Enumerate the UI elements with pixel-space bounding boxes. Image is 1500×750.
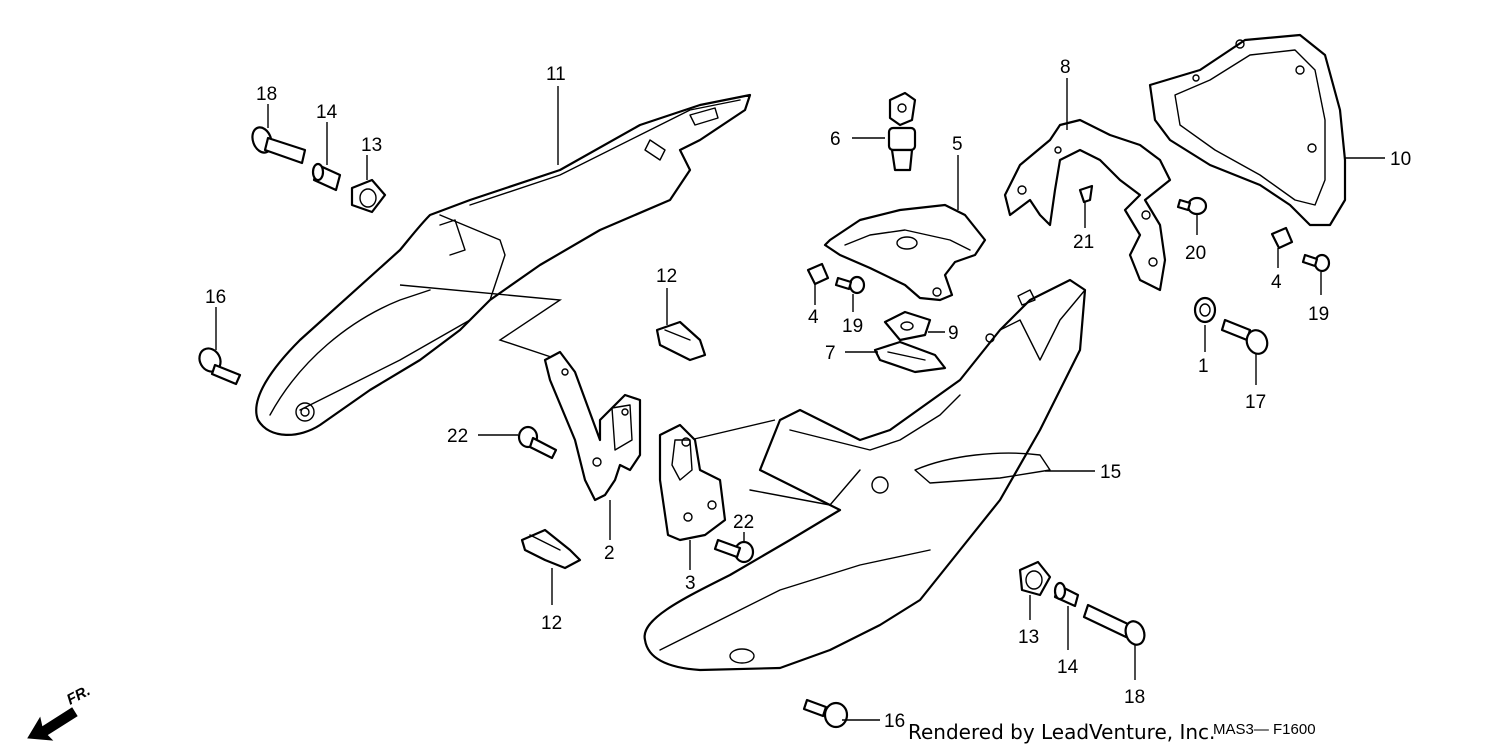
callout-14a: 14 [316, 102, 338, 123]
part-3-bracket [658, 423, 727, 542]
part-14-collar-lower [1053, 581, 1080, 608]
leader-lines [215, 78, 1385, 721]
part-8-rear-frame [1003, 118, 1172, 292]
part-6-key-cylinder [887, 91, 917, 172]
part-4-nut-b [1270, 226, 1294, 250]
part-16-bolt-lower [802, 698, 849, 729]
callout-10: 10 [1390, 149, 1411, 170]
part-14-collar-upper [311, 162, 342, 192]
callout-12a: 12 [656, 266, 677, 287]
part-19-screw-b [1301, 253, 1331, 273]
callout-15: 15 [1100, 462, 1121, 483]
callout-9: 9 [948, 323, 959, 344]
credit-text: Rendered by LeadVenture, Inc. [908, 720, 1215, 744]
part-17-bolt [1220, 318, 1269, 355]
callout-6: 6 [830, 129, 841, 150]
callout-4b: 4 [1271, 272, 1282, 293]
callout-8: 8 [1060, 57, 1071, 78]
part-10-grab-rail [1148, 33, 1347, 227]
direction-label: FR. [64, 682, 93, 708]
callout-14b: 14 [1057, 657, 1079, 678]
assembly-lines [399, 284, 776, 441]
part-13-rubber-upper [350, 178, 387, 214]
callout-19a: 19 [842, 316, 863, 337]
front-direction-arrow: FR. [27, 682, 93, 741]
part-22-bolt-b [713, 538, 755, 564]
part-1-grommet [1193, 296, 1217, 324]
part-19-screw-a [834, 275, 866, 295]
callout-4a: 4 [808, 307, 819, 328]
callout-21: 21 [1073, 232, 1094, 253]
callout-17: 17 [1245, 392, 1266, 413]
part-2-bracket [543, 350, 642, 502]
callout-5: 5 [952, 134, 963, 155]
part-11-left-side-cowl [255, 93, 752, 436]
part-13-rubber-lower [1018, 560, 1052, 597]
callout-1: 1 [1198, 356, 1209, 377]
callout-13a: 13 [361, 135, 382, 156]
part-21-screw [1078, 184, 1094, 204]
part-12-clip-lower [520, 528, 582, 570]
callout-3: 3 [685, 573, 696, 594]
callout-20: 20 [1185, 243, 1206, 264]
part-18-bolt-upper [251, 126, 307, 165]
callout-18b: 18 [1124, 687, 1145, 708]
part-20-screw [1176, 196, 1208, 216]
part-22-bolt-a [517, 425, 558, 460]
part-15-right-side-cowl [643, 278, 1087, 672]
callout-labels: 1 2 3 4 4 5 6 7 8 9 10 11 12 12 13 13 14… [205, 57, 1411, 732]
part-4-nut-a [806, 262, 830, 286]
part-7-latch [873, 340, 947, 374]
callout-7: 7 [825, 343, 836, 364]
drawing-code: MAS3— F1600 [1213, 721, 1316, 738]
part-12-clip-upper [655, 320, 707, 362]
callout-22b: 22 [733, 512, 754, 533]
part-18-bolt-lower [1082, 603, 1146, 646]
callout-16b: 16 [884, 711, 905, 732]
callout-13b: 13 [1018, 627, 1039, 648]
callout-11: 11 [546, 64, 566, 85]
part-9-plate [883, 310, 932, 342]
callout-19b: 19 [1308, 304, 1329, 325]
callout-22a: 22 [447, 426, 468, 447]
callout-12b: 12 [541, 613, 562, 634]
callout-2: 2 [604, 543, 615, 564]
part-16-bolt-upper [198, 347, 242, 386]
callout-16a: 16 [205, 287, 226, 308]
part-5-seat-cowl [823, 203, 987, 302]
callout-18a: 18 [256, 84, 277, 105]
